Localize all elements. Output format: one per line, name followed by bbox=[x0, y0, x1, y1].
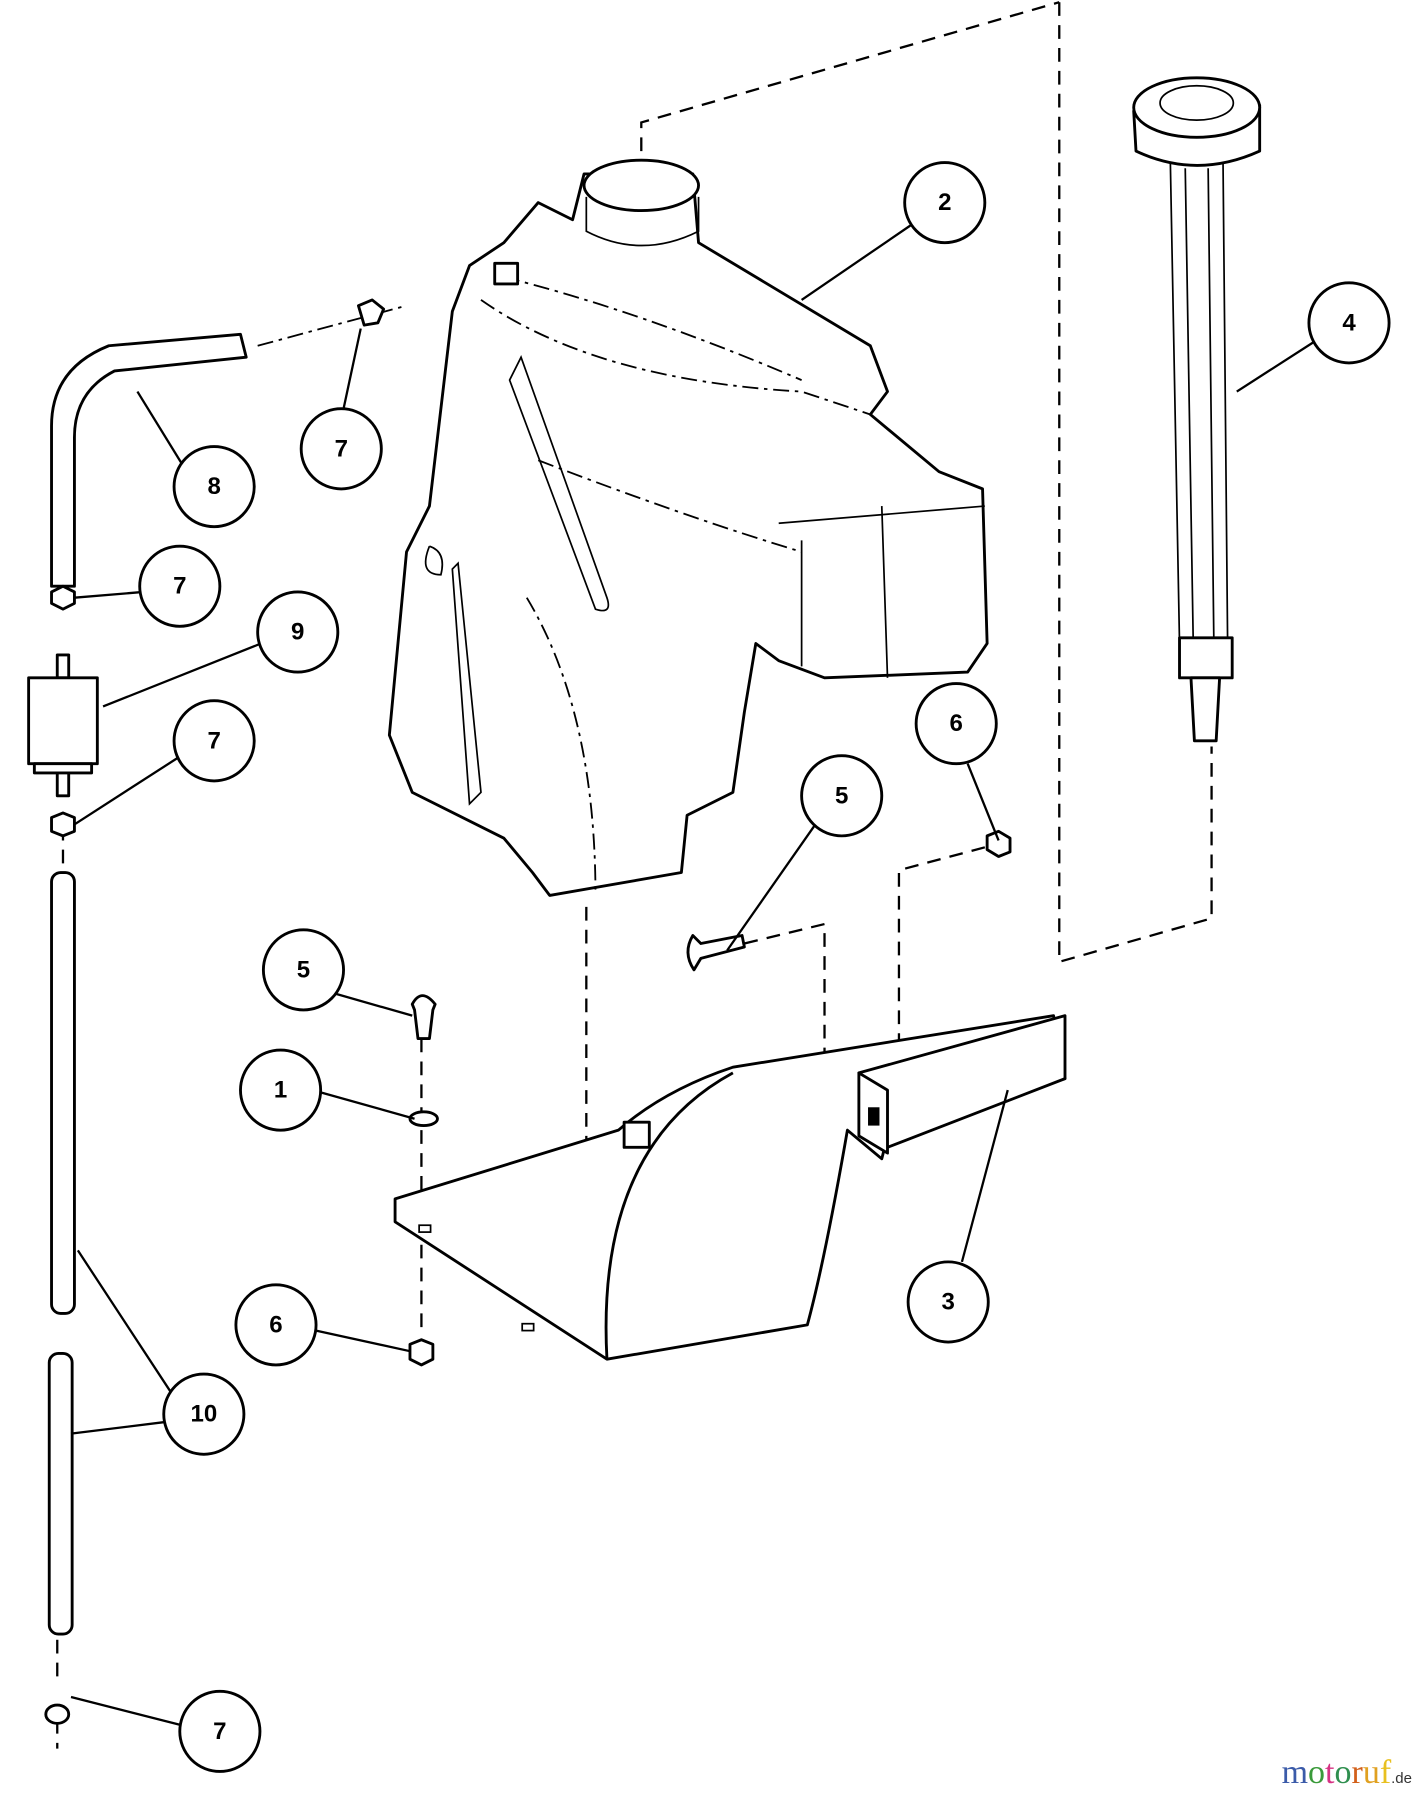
watermark-letter: u bbox=[1362, 1754, 1380, 1791]
watermark-letter: r bbox=[1351, 1754, 1363, 1791]
carriage-bolt-2 bbox=[686, 934, 746, 972]
callout-8: 8 bbox=[172, 445, 256, 529]
callout-5-left: 5 bbox=[261, 928, 345, 1012]
nut bbox=[408, 1338, 435, 1367]
callout-7-top: 7 bbox=[299, 407, 383, 491]
leader-lines bbox=[70, 224, 1318, 1727]
callout-2: 2 bbox=[903, 161, 987, 245]
svg-text:6: 6 bbox=[269, 1311, 282, 1338]
washer bbox=[408, 1110, 439, 1128]
svg-text:7: 7 bbox=[335, 435, 348, 462]
svg-text:5: 5 bbox=[835, 782, 848, 809]
svg-text:9: 9 bbox=[291, 619, 304, 646]
svg-text:2: 2 bbox=[938, 189, 951, 216]
svg-text:5: 5 bbox=[297, 956, 310, 983]
svg-text:4: 4 bbox=[1342, 309, 1356, 336]
callout-1: 1 bbox=[239, 1048, 323, 1132]
watermark-tld: .de bbox=[1391, 1770, 1412, 1787]
callout-3: 3 bbox=[906, 1260, 990, 1344]
watermark-letter: m bbox=[1281, 1754, 1309, 1791]
fuel-lines bbox=[27, 298, 386, 1725]
fuel-tank bbox=[387, 158, 989, 897]
svg-text:1: 1 bbox=[274, 1077, 287, 1104]
svg-text:8: 8 bbox=[207, 473, 220, 500]
watermark-letter: t bbox=[1325, 1754, 1335, 1791]
watermark-letter: o bbox=[1308, 1754, 1326, 1791]
watermark-letter: o bbox=[1334, 1754, 1352, 1791]
callout-6-left: 6 bbox=[234, 1283, 318, 1367]
nut-2 bbox=[985, 829, 1012, 858]
svg-text:7: 7 bbox=[207, 727, 220, 754]
callout-7-bottom: 7 bbox=[178, 1689, 262, 1773]
callout-10: 10 bbox=[162, 1372, 246, 1456]
callout-6-right: 6 bbox=[914, 682, 998, 766]
callout-5-right: 5 bbox=[800, 754, 884, 838]
callout-4: 4 bbox=[1307, 281, 1391, 365]
svg-text:6: 6 bbox=[950, 710, 963, 737]
watermark-brand: motoruf bbox=[1282, 1754, 1392, 1791]
svg-text:3: 3 bbox=[942, 1288, 955, 1315]
watermark-letter: f bbox=[1379, 1754, 1392, 1791]
callout-9: 9 bbox=[256, 590, 340, 674]
watermark-logo: motoruf.de bbox=[1282, 1754, 1412, 1792]
callout-7-upper: 7 bbox=[138, 544, 222, 628]
svg-text:7: 7 bbox=[213, 1718, 226, 1745]
svg-text:7: 7 bbox=[173, 573, 186, 600]
svg-text:10: 10 bbox=[190, 1401, 217, 1428]
callout-7-mid: 7 bbox=[172, 699, 256, 783]
fuel-gauge-cap bbox=[1132, 76, 1262, 743]
heat-shield bbox=[393, 1014, 1067, 1361]
carriage-bolt bbox=[410, 994, 437, 1040]
